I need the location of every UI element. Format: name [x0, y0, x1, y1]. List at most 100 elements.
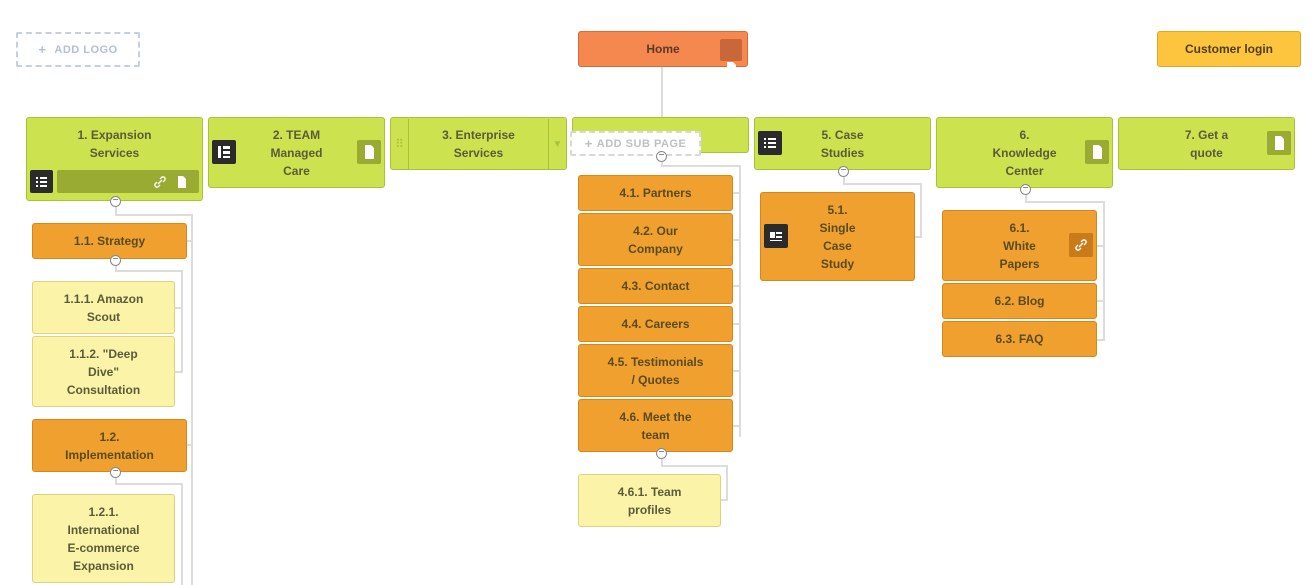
connector-line	[181, 483, 183, 585]
connector-line	[115, 478, 117, 484]
connector-line	[115, 205, 117, 215]
page-node-1-2[interactable]: 1.2. Implementation	[32, 419, 187, 472]
layout-icon[interactable]	[212, 140, 236, 164]
page-node-2[interactable]: 2. TEAM Managed Care	[208, 117, 385, 188]
page-node-label: 4.3. Contact	[621, 279, 690, 293]
connector-line	[174, 371, 182, 373]
page-node-label: 4.6. Meet the team	[619, 409, 692, 442]
page-node-label: 1.1. Strategy	[73, 234, 146, 248]
page-icon[interactable]	[720, 39, 742, 74]
page-node-label: 4.2. Our Company	[628, 223, 683, 256]
list-icon[interactable]	[758, 131, 782, 155]
collapse-icon[interactable]: −	[110, 467, 121, 478]
page-node-label: 5. Case Studies	[820, 127, 865, 160]
customer-login-label: Customer login	[1184, 42, 1273, 56]
add-logo-button[interactable]: + ADD LOGO	[16, 32, 140, 67]
collapse-icon[interactable]: −	[1020, 184, 1031, 195]
page-node-label: 7. Get a quote	[1184, 127, 1229, 160]
home-node[interactable]: Home	[578, 31, 748, 74]
collapse-icon[interactable]: −	[110, 196, 121, 207]
collapse-icon[interactable]: −	[656, 448, 667, 459]
page-node-label: 1.2. Implementation	[65, 429, 154, 462]
connector-line	[1097, 339, 1105, 341]
connector-line	[1025, 201, 1105, 203]
page-node-4-5[interactable]: 4.5. Testimonials / Quotes	[578, 344, 733, 397]
page-node-label: 1.1.1. Amazon Scout	[63, 291, 144, 324]
connector-line	[115, 214, 192, 216]
page-node-6-3[interactable]: 6.3. FAQ	[942, 321, 1097, 357]
page-node-label: 4.5. Testimonials / Quotes	[607, 354, 704, 387]
connector-line	[174, 307, 182, 309]
connector-line	[186, 444, 192, 446]
page-icon[interactable]	[1085, 140, 1109, 164]
page-node-4-6[interactable]: 4.6. Meet the team	[578, 399, 733, 452]
page-node-label: 4.6.1. Team profiles	[617, 484, 682, 517]
page-node-label: 4.1. Partners	[619, 186, 692, 200]
add-logo-label: ADD LOGO	[54, 43, 118, 56]
connector-line	[115, 265, 117, 271]
connector-line	[843, 183, 922, 185]
link-icon[interactable]	[152, 174, 168, 190]
page-node-1-1[interactable]: 1.1. Strategy	[32, 223, 187, 259]
connector-line	[661, 458, 663, 466]
page-icon[interactable]	[174, 174, 190, 190]
page-node-4-3[interactable]: 4.3. Contact	[578, 268, 733, 304]
connector-line	[661, 66, 663, 118]
connector-line	[920, 183, 922, 238]
collapse-icon[interactable]: −	[656, 151, 667, 162]
plus-icon: +	[584, 136, 593, 151]
connector-line	[191, 214, 193, 585]
page-node-4-4[interactable]: 4.4. Careers	[578, 306, 733, 342]
connector-line	[1097, 300, 1105, 302]
page-node-1-1-2[interactable]: 1.1.2. "Deep Dive" Consultation	[32, 336, 175, 407]
connector-line	[115, 483, 182, 485]
connector-line	[1025, 194, 1027, 202]
card-icon[interactable]	[764, 224, 788, 248]
page-node-4-6-1[interactable]: 4.6.1. Team profiles	[578, 474, 721, 527]
connector-line	[843, 177, 845, 185]
collapse-icon[interactable]: −	[110, 255, 121, 266]
page-icon[interactable]	[1267, 131, 1291, 155]
list-icon[interactable]	[30, 170, 53, 193]
connector-line	[732, 323, 740, 325]
plus-icon: +	[38, 42, 47, 57]
drag-handle-icon[interactable]: ⠿	[391, 119, 409, 169]
link-icon[interactable]	[1069, 233, 1093, 257]
page-node-label: 5.1. Single Case Study	[819, 202, 856, 271]
page-node-label: 6.3. FAQ	[995, 332, 1044, 346]
page-node-label: 6.2. Blog	[994, 294, 1045, 308]
page-node-label: 2. TEAM Managed Care	[270, 127, 323, 178]
page-node-label: 6. Knowledge Center	[992, 127, 1057, 178]
page-node-4-1[interactable]: 4.1. Partners	[578, 175, 733, 211]
page-options-bar[interactable]	[57, 170, 199, 193]
page-node-label: 1. Expansion Services	[77, 128, 152, 160]
connector-line	[181, 270, 183, 373]
connector-line	[732, 239, 740, 241]
connector-line	[115, 270, 182, 272]
connector-line	[186, 240, 192, 242]
connector-line	[661, 165, 741, 167]
page-node-1-2-1[interactable]: 1.2.1. International E-commerce Expansio…	[32, 494, 175, 583]
connector-line	[726, 465, 728, 500]
page-node-6-2[interactable]: 6.2. Blog	[942, 283, 1097, 319]
add-sub-page-button[interactable]: + ADD SUB PAGE	[570, 131, 701, 156]
page-node-label: 4.4. Careers	[621, 317, 690, 331]
page-node-label: 6.1. White Papers	[999, 220, 1040, 271]
collapse-icon[interactable]: −	[838, 166, 849, 177]
connector-line	[739, 165, 741, 437]
connector-line	[720, 499, 728, 501]
customer-login-button[interactable]: Customer login	[1157, 31, 1301, 67]
connector-line	[661, 465, 728, 467]
page-icon[interactable]	[357, 140, 381, 164]
page-node-3[interactable]: 3. Enterprise Services	[390, 117, 567, 170]
page-node-7[interactable]: 7. Get a quote	[1118, 117, 1295, 170]
page-node-1-1-1[interactable]: 1.1.1. Amazon Scout	[32, 281, 175, 334]
home-label: Home	[646, 42, 680, 56]
page-node-label: 1.1.2. "Deep Dive" Consultation	[66, 346, 141, 397]
connector-line	[732, 285, 740, 287]
page-node-6[interactable]: 6. Knowledge Center	[936, 117, 1113, 188]
connector-line	[732, 370, 740, 372]
chevron-down-icon[interactable]: ▼	[548, 119, 566, 169]
page-node-4-2[interactable]: 4.2. Our Company	[578, 213, 733, 266]
connector-line	[1103, 201, 1105, 341]
